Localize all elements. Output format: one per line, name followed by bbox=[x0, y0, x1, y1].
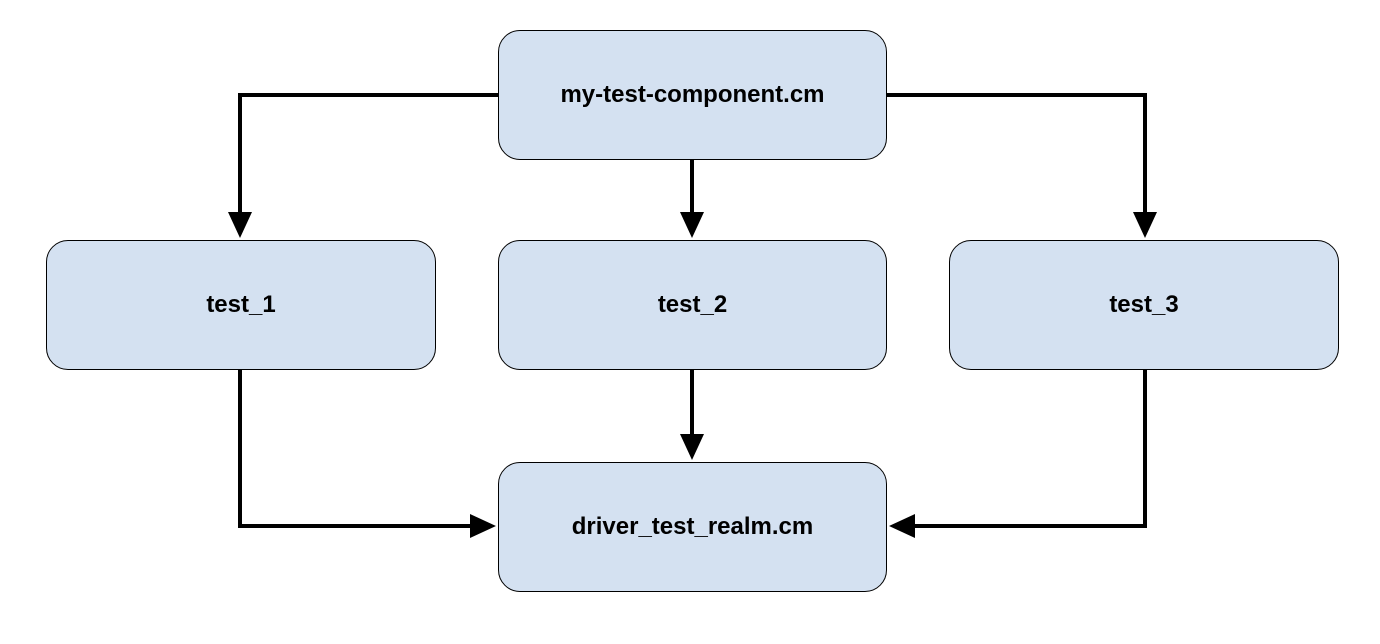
arrowhead-driver-left bbox=[470, 514, 496, 538]
node-label: my-test-component.cm bbox=[560, 81, 825, 108]
arrowhead-test-2 bbox=[680, 212, 704, 238]
node-label: test_2 bbox=[657, 291, 728, 318]
node-my-test-component: my-test-component.cm bbox=[498, 30, 887, 160]
edge-root-to-test-3 bbox=[887, 93, 1147, 222]
edge-test-3-to-driver bbox=[905, 370, 1147, 528]
arrowhead-driver-top bbox=[680, 434, 704, 460]
arrowhead-driver-right bbox=[889, 514, 915, 538]
node-label: test_1 bbox=[206, 291, 276, 318]
node-test-1: test_1 bbox=[46, 240, 436, 370]
node-driver-test-realm: driver_test_realm.cm bbox=[498, 462, 887, 592]
arrowhead-test-3 bbox=[1133, 212, 1157, 238]
node-test-2: test_2 bbox=[498, 240, 887, 370]
arrowhead-test-1 bbox=[228, 212, 252, 238]
edge-root-to-test-1 bbox=[238, 93, 498, 222]
node-test-3: test_3 bbox=[949, 240, 1339, 370]
node-label: test_3 bbox=[1109, 291, 1179, 318]
node-label: driver_test_realm.cm bbox=[571, 513, 814, 540]
edge-test-1-to-driver bbox=[238, 370, 480, 528]
